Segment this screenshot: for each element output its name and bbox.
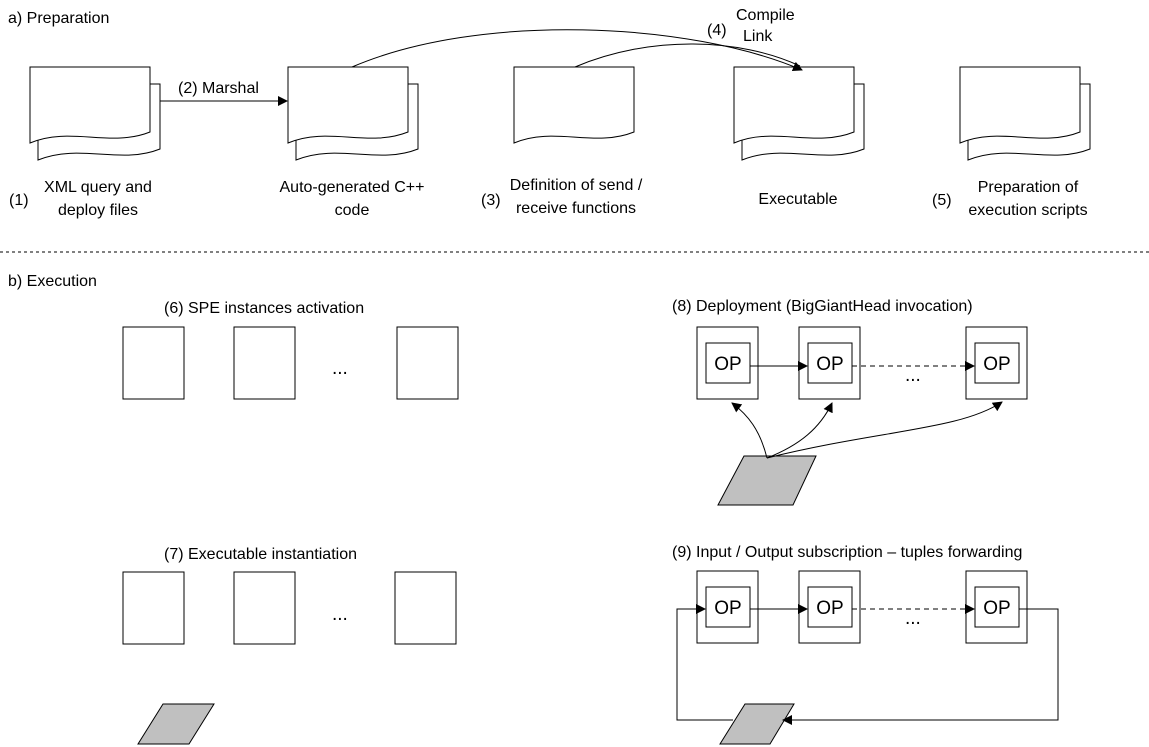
doc3-step-number: (3) [481, 192, 501, 209]
step9-ellipsis: ... [905, 608, 921, 629]
doc-execution-scripts-icon [959, 66, 1091, 161]
doc1-caption-line2: deploy files [58, 202, 138, 219]
doc-cpp-code-icon [287, 66, 419, 161]
doc5-step-number: (5) [932, 192, 952, 209]
step8-ellipsis: ... [905, 365, 921, 386]
doc3-caption-line2: receive functions [516, 200, 636, 217]
op-box [974, 342, 1020, 384]
section-label-execution: b) Execution [8, 273, 97, 290]
doc3-caption-line1: Definition of send / [510, 177, 643, 194]
step7-ellipsis: ... [332, 604, 348, 625]
spe-instance-box [233, 326, 296, 400]
step7-label: (7) Executable instantiation [164, 546, 357, 563]
op-box [807, 586, 853, 628]
compile-link-arrow-from-functions [574, 43, 801, 68]
section-label-preparation: a) Preparation [8, 10, 109, 27]
feedback-loop-in-arrow [676, 604, 733, 721]
doc4-caption: Executable [758, 191, 837, 208]
op-label: OP [714, 354, 741, 375]
marshal-label: (2) Marshal [178, 80, 259, 97]
executable-instance-box [122, 571, 185, 645]
doc5-caption-line2: execution scripts [968, 202, 1087, 219]
link-label: Link [743, 28, 773, 45]
executable-instance-box [394, 571, 457, 645]
spe-instance-box [396, 326, 459, 400]
doc-send-receive-icon [513, 66, 635, 144]
doc2-caption-line2: code [335, 202, 370, 219]
feedback-loop-out-arrow [782, 608, 1059, 725]
doc-executable-icon [733, 66, 865, 161]
op-label: OP [983, 598, 1010, 619]
deploy-arrow [731, 402, 768, 459]
op-label: OP [714, 598, 741, 619]
compile-label: Compile [736, 7, 795, 24]
compile-step-number: (4) [707, 22, 727, 39]
deploy-arrow [766, 401, 1003, 459]
step6-ellipsis: ... [332, 358, 348, 379]
deployer-shape [717, 455, 817, 506]
op-box [705, 342, 751, 384]
executable-instance-box [233, 571, 296, 645]
op-label: OP [816, 598, 843, 619]
op-label: OP [816, 354, 843, 375]
doc1-caption-line1: XML query and [44, 179, 152, 196]
op-box [807, 342, 853, 384]
deploy-arrow [766, 402, 833, 459]
doc1-step-number: (1) [9, 192, 29, 209]
step9-label: (9) Input / Output subscription – tuples… [672, 544, 1022, 561]
doc-xml-query-icon [29, 66, 161, 161]
deployer-shape [137, 703, 215, 745]
doc2-caption-line1: Auto-generated C++ [280, 179, 425, 196]
op-box [705, 586, 751, 628]
doc5-caption-line1: Preparation of [978, 179, 1079, 196]
step6-label: (6) SPE instances activation [164, 300, 364, 317]
spe-instance-box [122, 326, 185, 400]
compile-link-arrow-from-code [351, 29, 803, 72]
op-box [974, 586, 1020, 628]
op-label: OP [983, 354, 1010, 375]
step8-label: (8) Deployment (BigGiantHead invocation) [672, 298, 973, 315]
subscription-shape [719, 703, 795, 745]
